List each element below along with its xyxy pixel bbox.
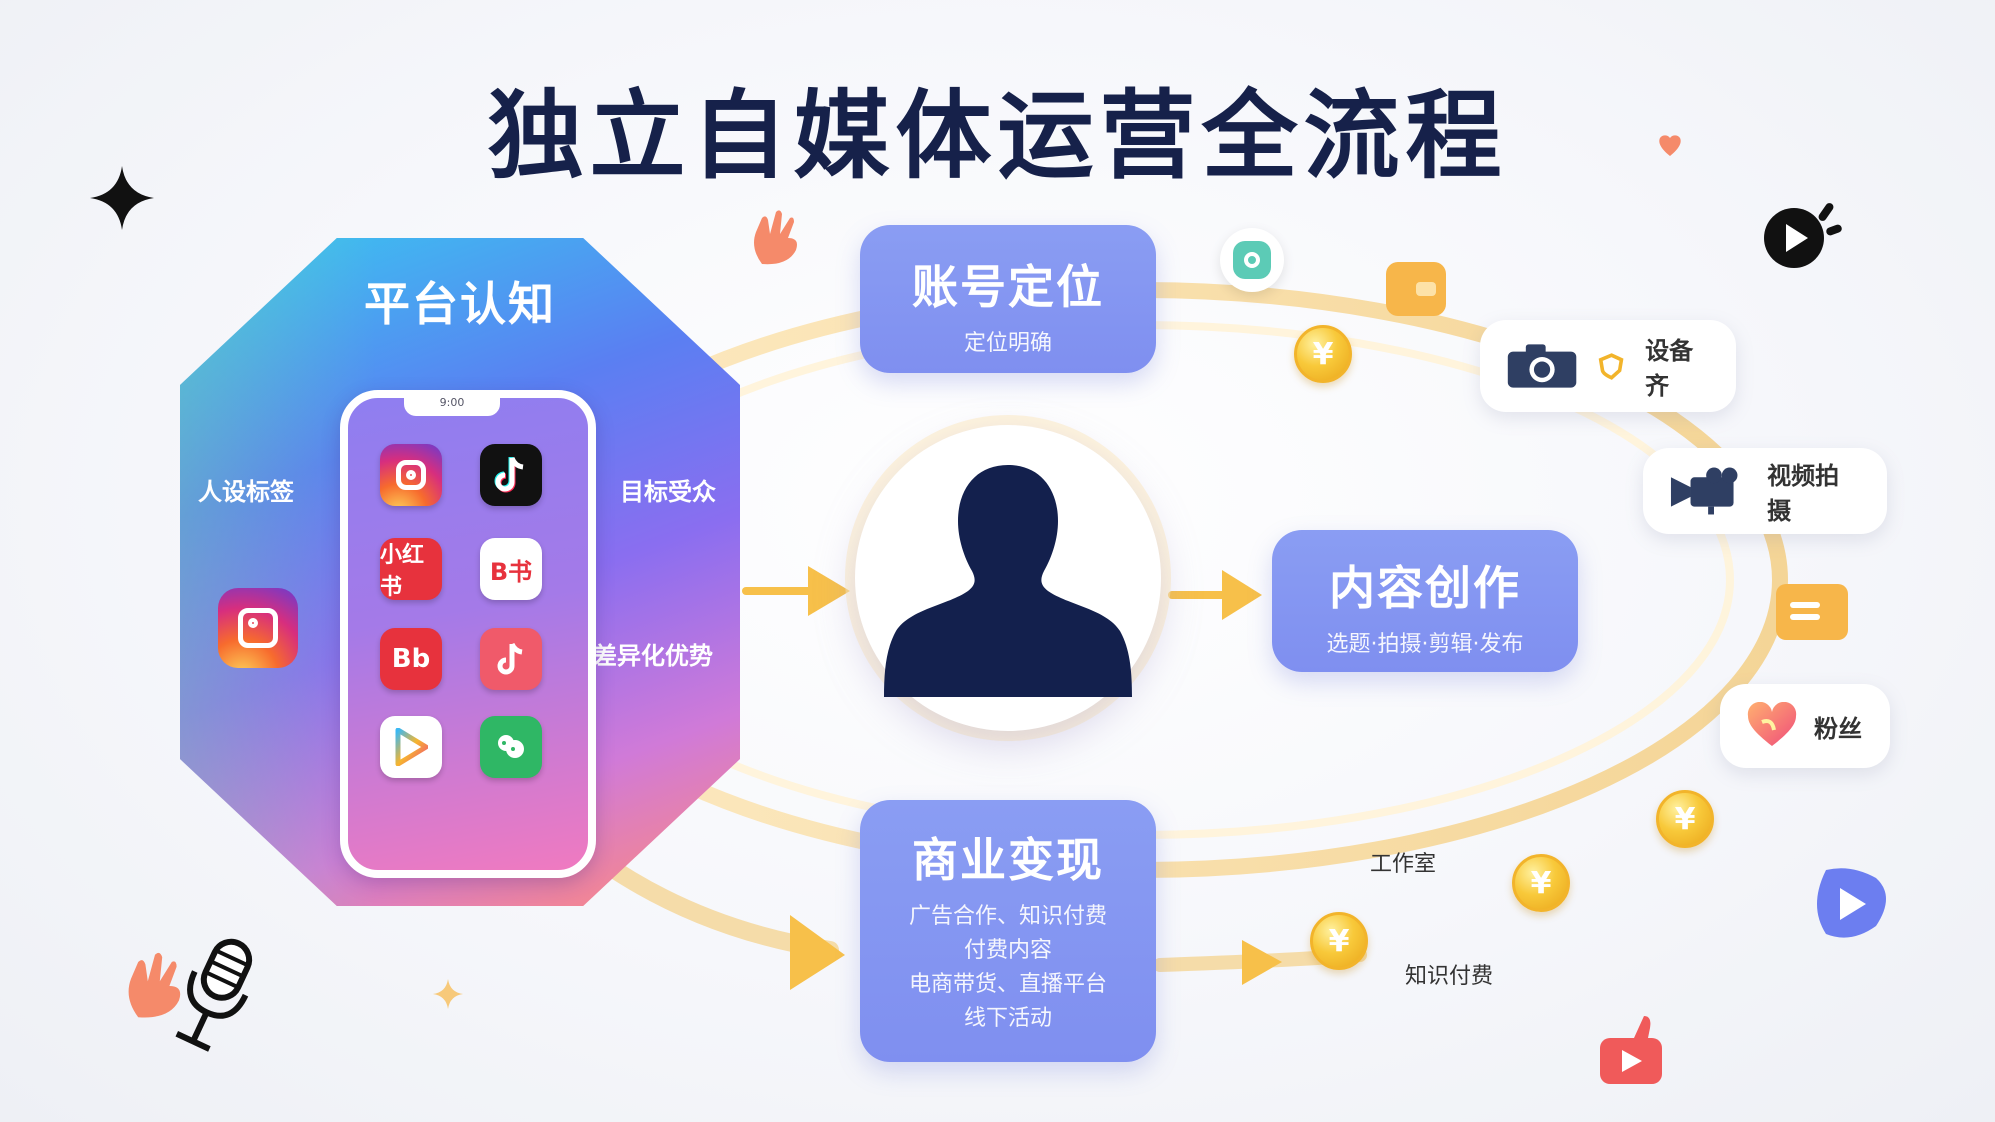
monetize-lines: 广告合作、知识付费 付费内容 电商带货、直播平台 线下活动 [860,900,1156,1036]
thumbs-up-icon [1594,1010,1674,1090]
positioning-title: 账号定位 [860,251,1156,317]
instagram-app-icon[interactable] [380,444,442,506]
audience-label: 目标受众 [620,472,716,507]
arrow-to-avatar [742,566,850,616]
avatar [855,425,1161,731]
video-camera-icon [1669,465,1753,517]
video-pill: 视频拍摄 [1643,448,1887,534]
small-heart-icon [1656,130,1684,158]
bilibili-book-app-icon[interactable]: B书 [480,538,542,600]
content-title: 内容创作 [1272,552,1578,618]
phone-status: 9:00 [404,396,500,409]
green-app-icon[interactable] [480,716,542,778]
coin-icon: ¥ [1294,325,1352,383]
douyin-app-icon[interactable] [480,628,542,690]
video-label: 视频拍摄 [1767,456,1861,526]
video-play-app-icon[interactable] [380,716,442,778]
persona-label: 人设标签 [198,472,294,507]
work-note: 工作室 [1370,846,1436,878]
play-record-icon [1760,196,1846,272]
fans-label: 粉丝 [1814,709,1862,744]
xiaohongshu-app-icon[interactable]: 小红书 [380,538,442,600]
arrow-right-small [1242,940,1282,985]
bilibili-app-icon[interactable]: Bb [380,628,442,690]
tiktok-app-icon[interactable] [480,444,542,506]
platform-title: 平台认知 [180,268,740,334]
camera-label: 设备齐 [1645,331,1710,401]
monetize-line: 付费内容 [860,934,1156,968]
monetize-title: 商业变现 [860,824,1156,890]
monetize-line: 线下活动 [860,1002,1156,1036]
arrow-to-content [1168,570,1262,620]
phone-mockup [340,390,596,878]
sparkle-icon [88,164,156,232]
heart-icon [1746,702,1798,750]
play-button-icon [1806,866,1896,942]
small-sparkle-icon [432,978,464,1010]
shield-icon [1598,351,1625,381]
advantage-label: 差异化优势 [593,636,713,671]
monetize-line: 电商带货、直播平台 [860,968,1156,1002]
camera-lens-icon [1220,228,1284,292]
positioning-subtitle: 定位明确 [860,325,1156,357]
camera-pill: 设备齐 [1480,320,1736,412]
coin-icon: ¥ [1310,912,1368,970]
camera-icon [1506,340,1578,392]
monetize-line: 广告合作、知识付费 [860,900,1156,934]
hand-gesture-icon [748,208,804,268]
microphone-icon [160,932,270,1062]
arrow-to-monetize [790,915,845,990]
wallet-icon [1386,262,1446,316]
pay-note: 知识付费 [1405,958,1493,990]
document-icon [1776,584,1848,640]
content-subtitle: 选题·拍摄·剪辑·发布 [1272,626,1578,658]
person-silhouette-icon [855,425,1161,731]
coin-icon: ¥ [1656,790,1714,848]
positioning-card: 账号定位 定位明确 [860,225,1156,373]
monetize-card: 商业变现 广告合作、知识付费 付费内容 电商带货、直播平台 线下活动 [860,800,1156,1062]
coin-icon: ¥ [1512,854,1570,912]
instagram-icon [218,588,298,668]
fans-pill: 粉丝 [1720,684,1890,768]
content-card: 内容创作 选题·拍摄·剪辑·发布 [1272,530,1578,672]
